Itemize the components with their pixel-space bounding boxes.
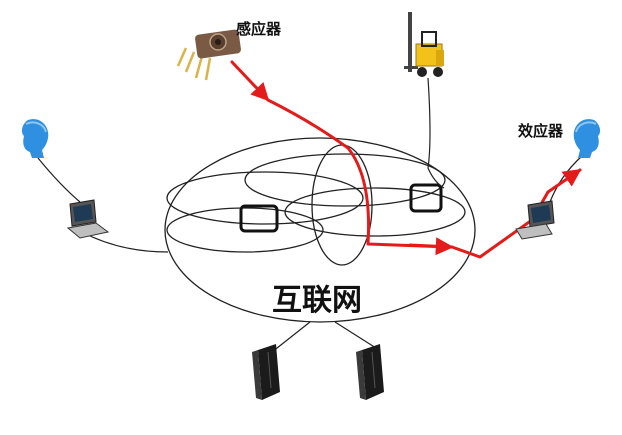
inner-ellipse-left-top — [166, 171, 364, 225]
internet-label: 互联网 — [272, 283, 362, 318]
sensor-to-network-path — [230, 60, 270, 102]
inner-ellipse-left-bottom — [166, 207, 324, 253]
effector-label: 效应器 — [518, 122, 564, 140]
network-arrow-segment — [408, 237, 454, 256]
outer-network-ellipse — [164, 137, 476, 323]
left-user-link — [37, 157, 81, 203]
forklift-link — [427, 77, 445, 189]
network-node-left — [239, 204, 279, 233]
forklift-icon — [404, 12, 444, 77]
effector-arrow — [546, 168, 582, 194]
sensor-chip-icon — [176, 29, 241, 81]
network-node-right — [409, 183, 443, 213]
inner-ellipse-right-bottom — [284, 187, 466, 237]
user-head-icon — [21, 119, 49, 158]
laptop-icon — [515, 200, 555, 240]
server-left-link — [271, 321, 311, 353]
server-tower-icon — [356, 344, 384, 400]
user-head-icon — [573, 119, 601, 158]
sensor-label: 感应器 — [236, 20, 282, 38]
server-right-link — [334, 321, 377, 349]
network-cloud — [164, 137, 476, 323]
inner-ellipse-right-top — [244, 153, 446, 207]
network-traverse-path — [266, 98, 452, 249]
server-tower-icon — [252, 344, 280, 400]
laptop-icon — [66, 199, 110, 239]
